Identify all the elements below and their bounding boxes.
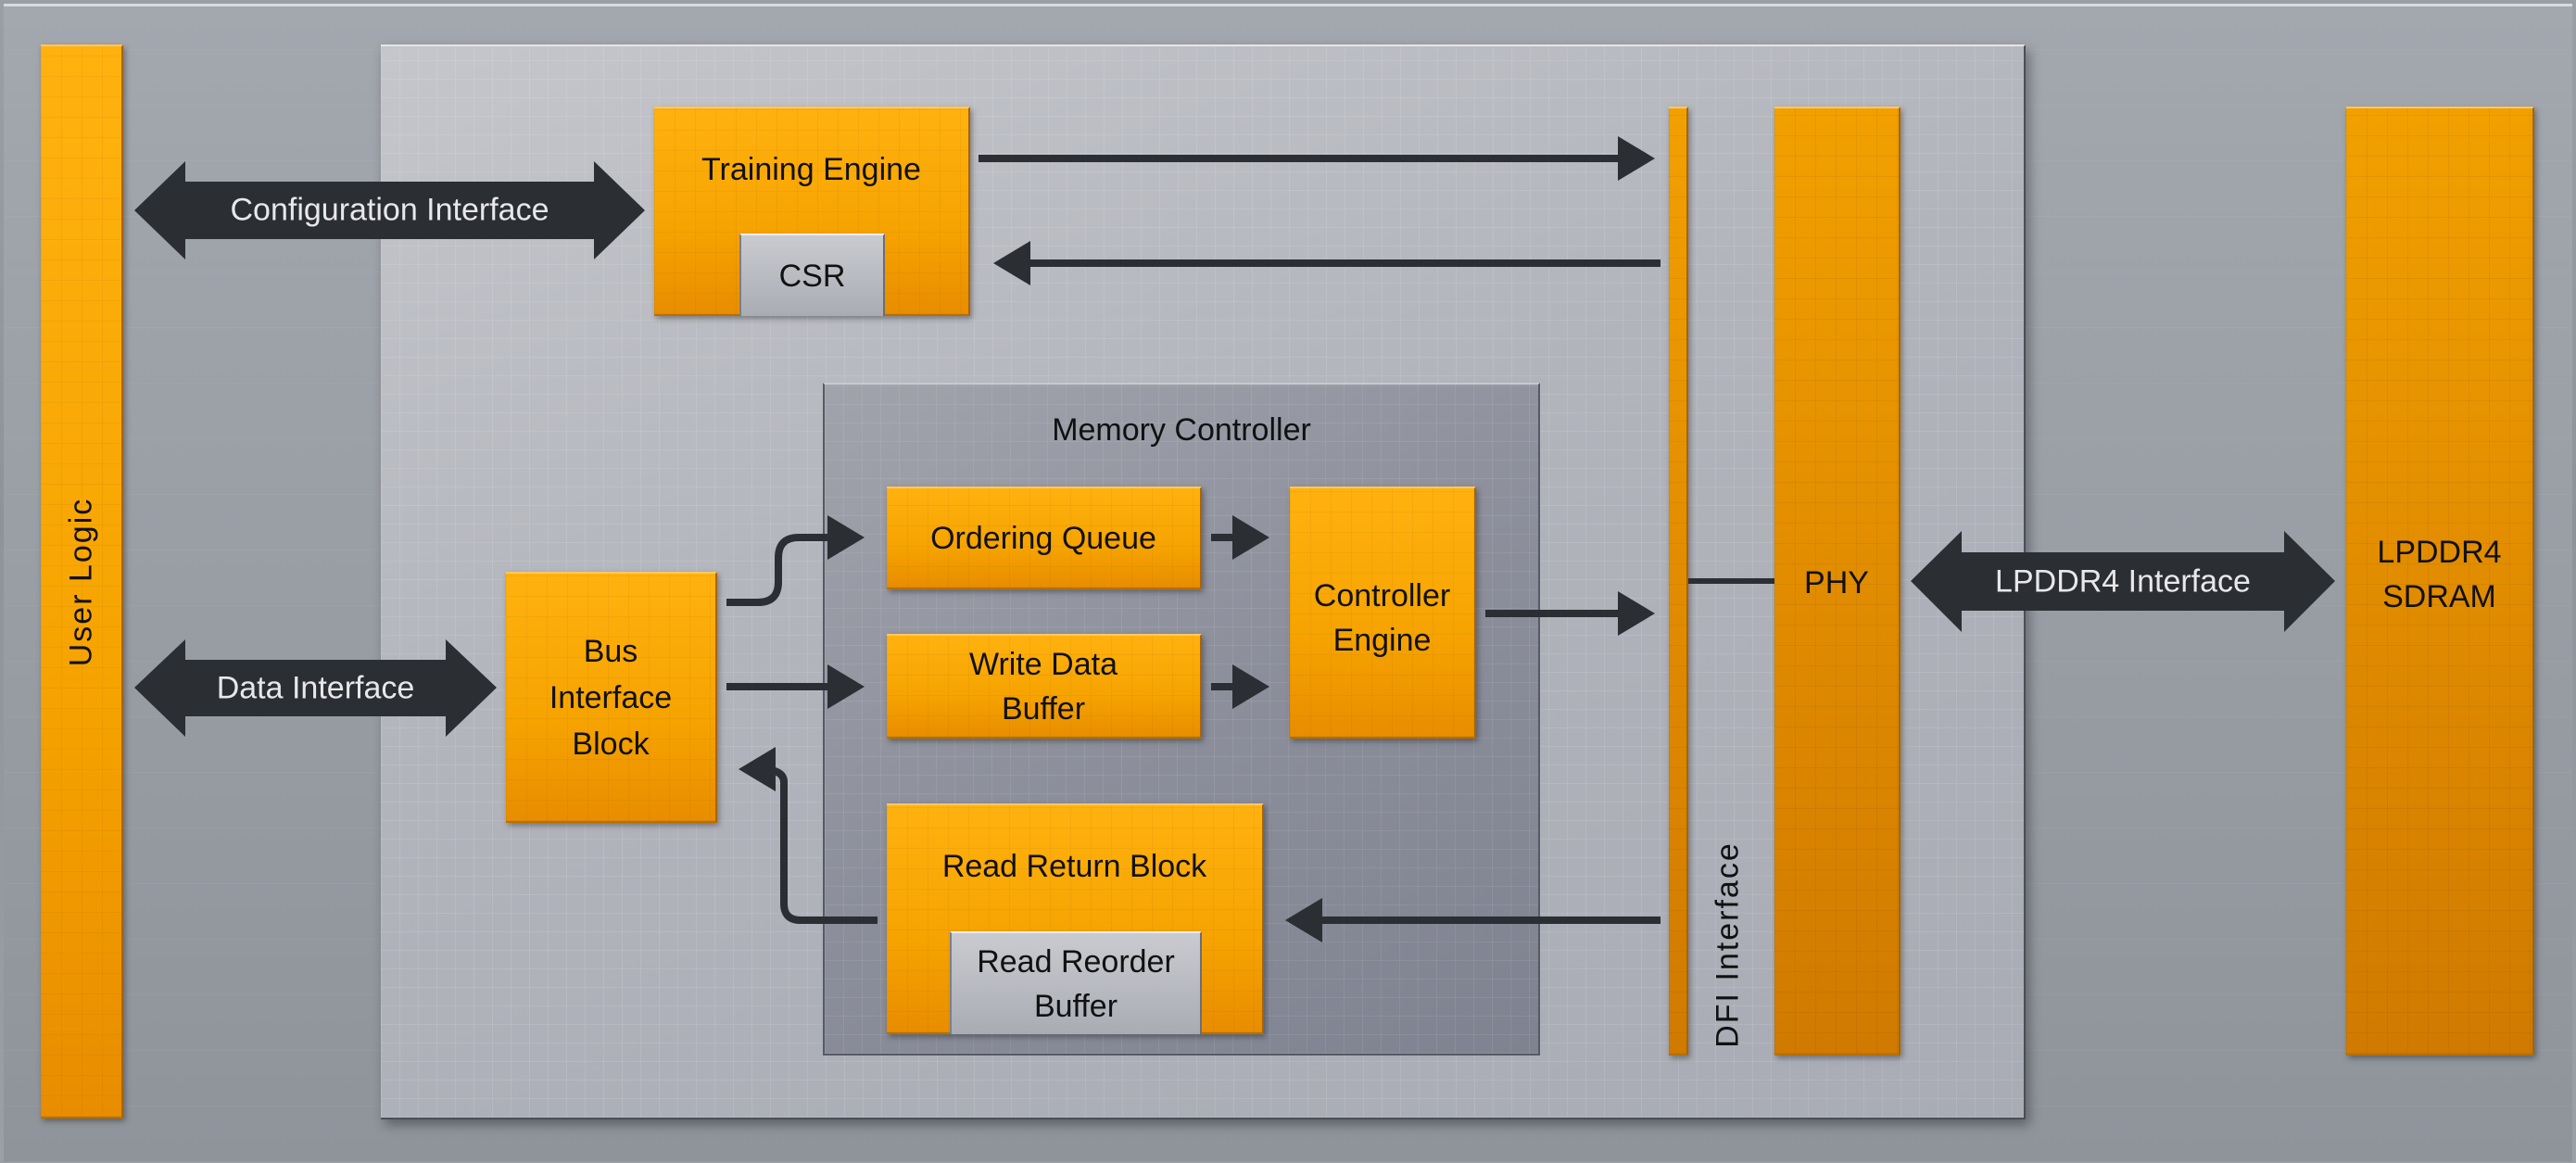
write-data-buffer-line-1: Write Data xyxy=(969,646,1118,682)
data-interface-label: Data Interface xyxy=(216,670,415,705)
sdram-line-1: LPDDR4 xyxy=(2377,535,2502,570)
bus-interface-line-3: Block xyxy=(572,726,650,762)
dfi-interface-label-wrap: DFI Interface xyxy=(1710,834,1747,1056)
sdram-line-2: SDRAM xyxy=(2382,579,2496,614)
user-logic-label: User Logic xyxy=(63,497,99,666)
memory-controller-title: Memory Controller xyxy=(1052,412,1311,448)
csr-block: CSR xyxy=(739,234,885,316)
data-interface-arrow: Data Interface xyxy=(134,639,497,737)
lpddr4-interface-arrow: LPDDR4 Interface xyxy=(1911,531,2335,632)
controller-engine-line-2: Engine xyxy=(1332,623,1432,658)
configuration-interface-arrow: Configuration Interface xyxy=(134,161,645,259)
read-reorder-buffer-block: Read Reorder Buffer xyxy=(950,931,1202,1034)
double-arrow-icon xyxy=(1911,531,2335,632)
read-reorder-line-1: Read Reorder xyxy=(977,943,1175,980)
bus-interface-line-2: Interface xyxy=(549,679,673,715)
write-data-buffer-line-2: Buffer xyxy=(1001,690,1086,727)
phy-block: PHY xyxy=(1774,107,1900,1056)
bus-interface-block: Bus Interface Block xyxy=(506,572,717,823)
controller-engine-block: Controller Engine xyxy=(1290,487,1476,739)
bus-interface-line-1: Bus xyxy=(583,633,638,669)
controller-engine-line-1: Controller xyxy=(1313,578,1451,613)
dfi-interface-label: DFI Interface xyxy=(1710,841,1746,1048)
read-return-label: Read Return Block xyxy=(941,849,1207,884)
phy-label: PHY xyxy=(1804,565,1869,600)
user-logic-block: User Logic xyxy=(41,44,123,1119)
double-arrow-icon xyxy=(134,161,645,259)
ordering-queue-block: Ordering Queue xyxy=(887,487,1202,589)
double-arrow-icon xyxy=(134,639,497,737)
ordering-queue-label: Ordering Queue xyxy=(930,520,1156,556)
configuration-interface-label: Configuration Interface xyxy=(230,192,549,228)
csr-label: CSR xyxy=(778,258,846,294)
read-reorder-line-2: Buffer xyxy=(1033,988,1118,1024)
lpddr4-sdram-block: LPDDR4 SDRAM xyxy=(2346,107,2534,1056)
training-engine-label: Training Engine xyxy=(701,152,921,187)
dfi-interface-bar xyxy=(1669,107,1688,1056)
write-data-buffer-block: Write Data Buffer xyxy=(887,634,1202,739)
lpddr4-interface-label: LPDDR4 Interface xyxy=(1995,563,2251,599)
